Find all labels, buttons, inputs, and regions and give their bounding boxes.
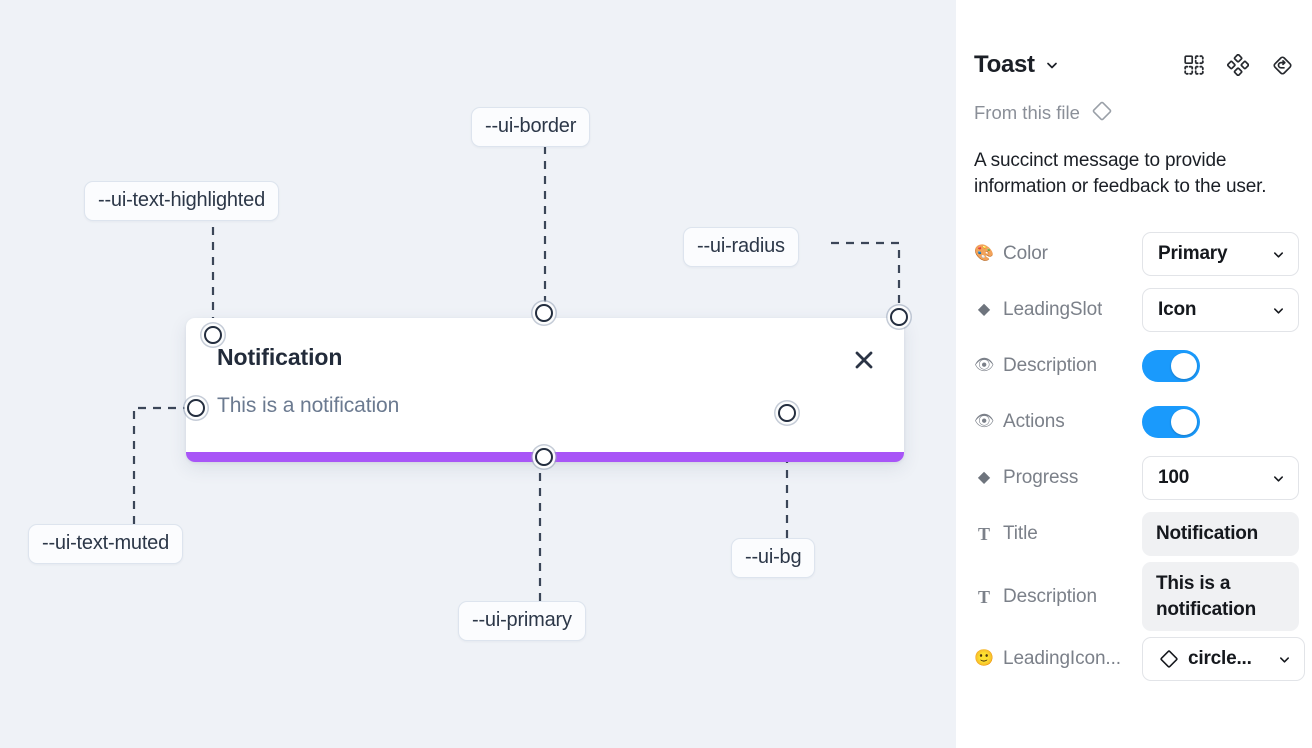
title-input[interactable]: Notification: [1142, 512, 1299, 557]
properties-panel: Toast: [956, 0, 1312, 748]
panel-title: Toast: [974, 51, 1035, 78]
eye-emoji: 👁: [974, 413, 995, 431]
actions-toggle[interactable]: [1142, 406, 1200, 439]
property-control-leadingslot: Icon: [1142, 288, 1299, 333]
property-control-description-toggle: [1142, 350, 1294, 383]
token-chip-ui-text-highlighted[interactable]: --ui-text-highlighted: [84, 181, 279, 221]
property-name: Description: [1003, 585, 1097, 607]
property-label-description-text: T Description: [974, 586, 1142, 608]
property-row-description-text: T Description This is a notification: [974, 562, 1299, 632]
design-canvas[interactable]: Notification This is a notification --ui…: [0, 0, 956, 748]
eye-emoji: 👁: [974, 357, 995, 375]
color-select[interactable]: Primary: [1142, 232, 1299, 277]
property-row-color: 🎨 Color Primary: [974, 226, 1299, 282]
property-label-description-toggle: 👁 Description: [974, 355, 1142, 377]
property-name: Actions: [1003, 411, 1065, 433]
property-label-actions-toggle: 👁 Actions: [974, 411, 1142, 433]
reset-instance-icon[interactable]: [1271, 54, 1294, 77]
token-chip-ui-radius[interactable]: --ui-radius: [683, 227, 799, 267]
panel-header-icons: [1183, 54, 1294, 77]
toast-preview-card[interactable]: Notification This is a notification: [186, 318, 904, 462]
wire-ui-radius: [831, 241, 901, 312]
anchor-ui-radius[interactable]: [890, 308, 908, 326]
wire-ui-text-muted: [132, 406, 190, 524]
anchor-ui-text-muted[interactable]: [187, 399, 205, 417]
property-label-leadingicon: 🙂 LeadingIcon...: [974, 648, 1142, 670]
leadingicon-select[interactable]: circle...: [1142, 637, 1305, 682]
property-row-progress: ◆ Progress 100: [974, 450, 1299, 506]
progress-select[interactable]: 100: [1142, 456, 1299, 501]
token-chip-ui-bg[interactable]: --ui-bg: [731, 538, 816, 578]
toast-description: This is a notification: [217, 394, 400, 417]
toast-title: Notification: [217, 344, 343, 370]
description-toggle[interactable]: [1142, 350, 1200, 383]
anchor-ui-primary[interactable]: [535, 448, 553, 466]
property-name: Progress: [1003, 467, 1079, 489]
property-control-color: Primary: [1142, 232, 1299, 277]
from-this-file-label: From this file: [974, 102, 1080, 123]
property-name: Title: [1003, 523, 1038, 545]
text-glyph: T: [978, 586, 990, 607]
property-row-leadingslot: ◆ LeadingSlot Icon: [974, 282, 1299, 338]
property-control-leadingicon: circle...: [1142, 637, 1305, 682]
progress-select-value: 100: [1158, 467, 1190, 489]
diamond-glyph: ◆: [977, 301, 991, 319]
property-row-leadingicon: 🙂 LeadingIcon... circle...: [974, 631, 1305, 687]
anchor-ui-bg[interactable]: [778, 404, 796, 422]
smiley-emoji: 🙂: [974, 650, 994, 668]
property-label-progress: ◆ Progress: [974, 467, 1142, 489]
property-label-title: T Title: [974, 523, 1142, 545]
chevron-down-icon: [1272, 248, 1286, 261]
token-chip-ui-primary[interactable]: --ui-primary: [458, 601, 586, 641]
property-name: LeadingSlot: [1003, 299, 1103, 321]
leadingslot-select-value: Icon: [1158, 299, 1197, 321]
panel-header: Toast: [974, 36, 1294, 94]
property-row-description-toggle: 👁 Description: [974, 338, 1294, 394]
toggle-knob: [1171, 353, 1197, 380]
from-this-file-row[interactable]: From this file: [974, 100, 1294, 126]
property-control-title: Notification: [1142, 512, 1299, 557]
property-name: Description: [1003, 355, 1097, 377]
component-description: A succinct message to provide informatio…: [974, 150, 1267, 198]
leadingslot-select[interactable]: Icon: [1142, 288, 1299, 333]
diamond-icon: [1090, 99, 1114, 128]
component-set-icon[interactable]: [1183, 54, 1205, 76]
token-chip-ui-text-muted[interactable]: --ui-text-muted: [28, 524, 184, 564]
property-control-progress: 100: [1142, 456, 1299, 501]
property-label-color: 🎨 Color: [974, 243, 1142, 265]
color-select-value: Primary: [1158, 243, 1228, 265]
token-chip-ui-border[interactable]: --ui-border: [471, 107, 591, 147]
diamond-glyph: ◆: [977, 469, 991, 487]
chevron-down-icon: [1272, 472, 1286, 485]
properties-list: 🎨 Color Primary ◆ LeadingSlot: [974, 226, 1305, 687]
chevron-down-icon: [1278, 653, 1292, 666]
property-name: Color: [1003, 243, 1048, 265]
property-row-title: T Title Notification: [974, 506, 1299, 562]
component-icon[interactable]: [1227, 54, 1249, 76]
property-name: LeadingIcon...: [1003, 648, 1121, 670]
diamond-icon: [1158, 648, 1180, 670]
description-input[interactable]: This is a notification: [1142, 562, 1299, 632]
leadingicon-select-value: circle...: [1188, 648, 1252, 670]
toggle-knob: [1171, 409, 1197, 436]
anchor-ui-border[interactable]: [535, 304, 553, 322]
property-control-actions-toggle: [1142, 406, 1294, 439]
property-row-actions-toggle: 👁 Actions: [974, 394, 1294, 450]
palette-emoji: 🎨: [974, 245, 994, 263]
close-x-icon[interactable]: [850, 346, 878, 374]
property-label-leadingslot: ◆ LeadingSlot: [974, 299, 1142, 321]
chevron-down-icon: [1272, 304, 1286, 317]
text-glyph: T: [978, 524, 990, 545]
anchor-ui-text-highlighted[interactable]: [204, 326, 222, 344]
property-control-description-text: This is a notification: [1142, 562, 1299, 632]
chevron-down-icon[interactable]: [1045, 58, 1059, 72]
